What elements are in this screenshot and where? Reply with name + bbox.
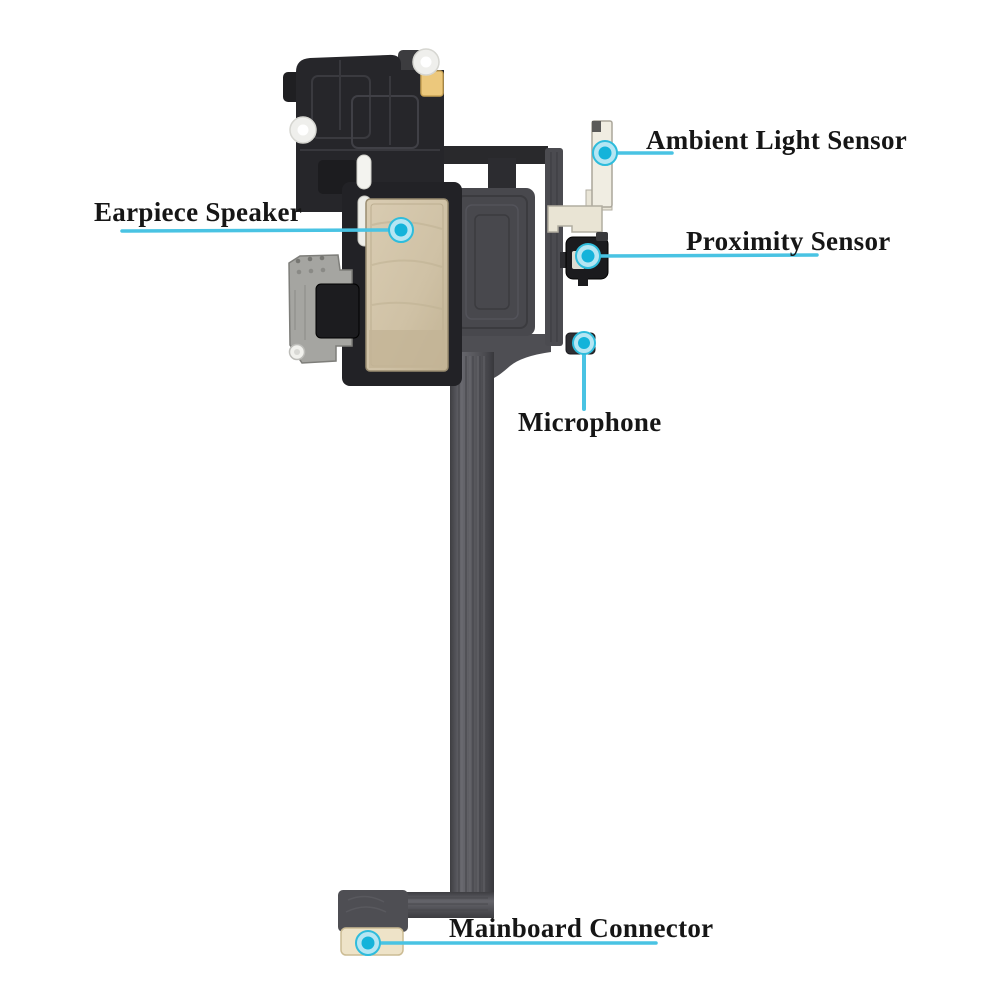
earpiece-speaker-pad xyxy=(365,198,449,372)
mainboard-connector-callout-dot xyxy=(355,930,381,956)
mounting-ring-top xyxy=(412,48,440,76)
callouts xyxy=(120,140,819,956)
proximity-sensor-callout-dot xyxy=(575,243,601,269)
microphone-callout-dot xyxy=(572,331,596,355)
proximity-sensor-callout-line xyxy=(597,253,819,258)
label-microphone: Microphone xyxy=(518,407,662,437)
ambient-light-sensor-callout-dot xyxy=(592,140,618,166)
label-mainboard-connector: Mainboard Connector xyxy=(449,913,714,943)
mounting-ring-left xyxy=(289,116,317,144)
sensor-flex-branch xyxy=(436,146,563,346)
label-ambient-light-sensor: Ambient Light Sensor xyxy=(646,125,908,155)
label-proximity-sensor: Proximity Sensor xyxy=(686,226,891,256)
metal-bracket xyxy=(288,254,360,364)
earpiece-speaker-callout-dot xyxy=(388,217,414,243)
earpiece-speaker-assembly xyxy=(283,48,462,386)
label-earpiece-speaker: Earpiece Speaker xyxy=(94,197,303,227)
earpiece-speaker-callout-line xyxy=(120,228,394,233)
main-flex-ribbon xyxy=(338,334,551,932)
